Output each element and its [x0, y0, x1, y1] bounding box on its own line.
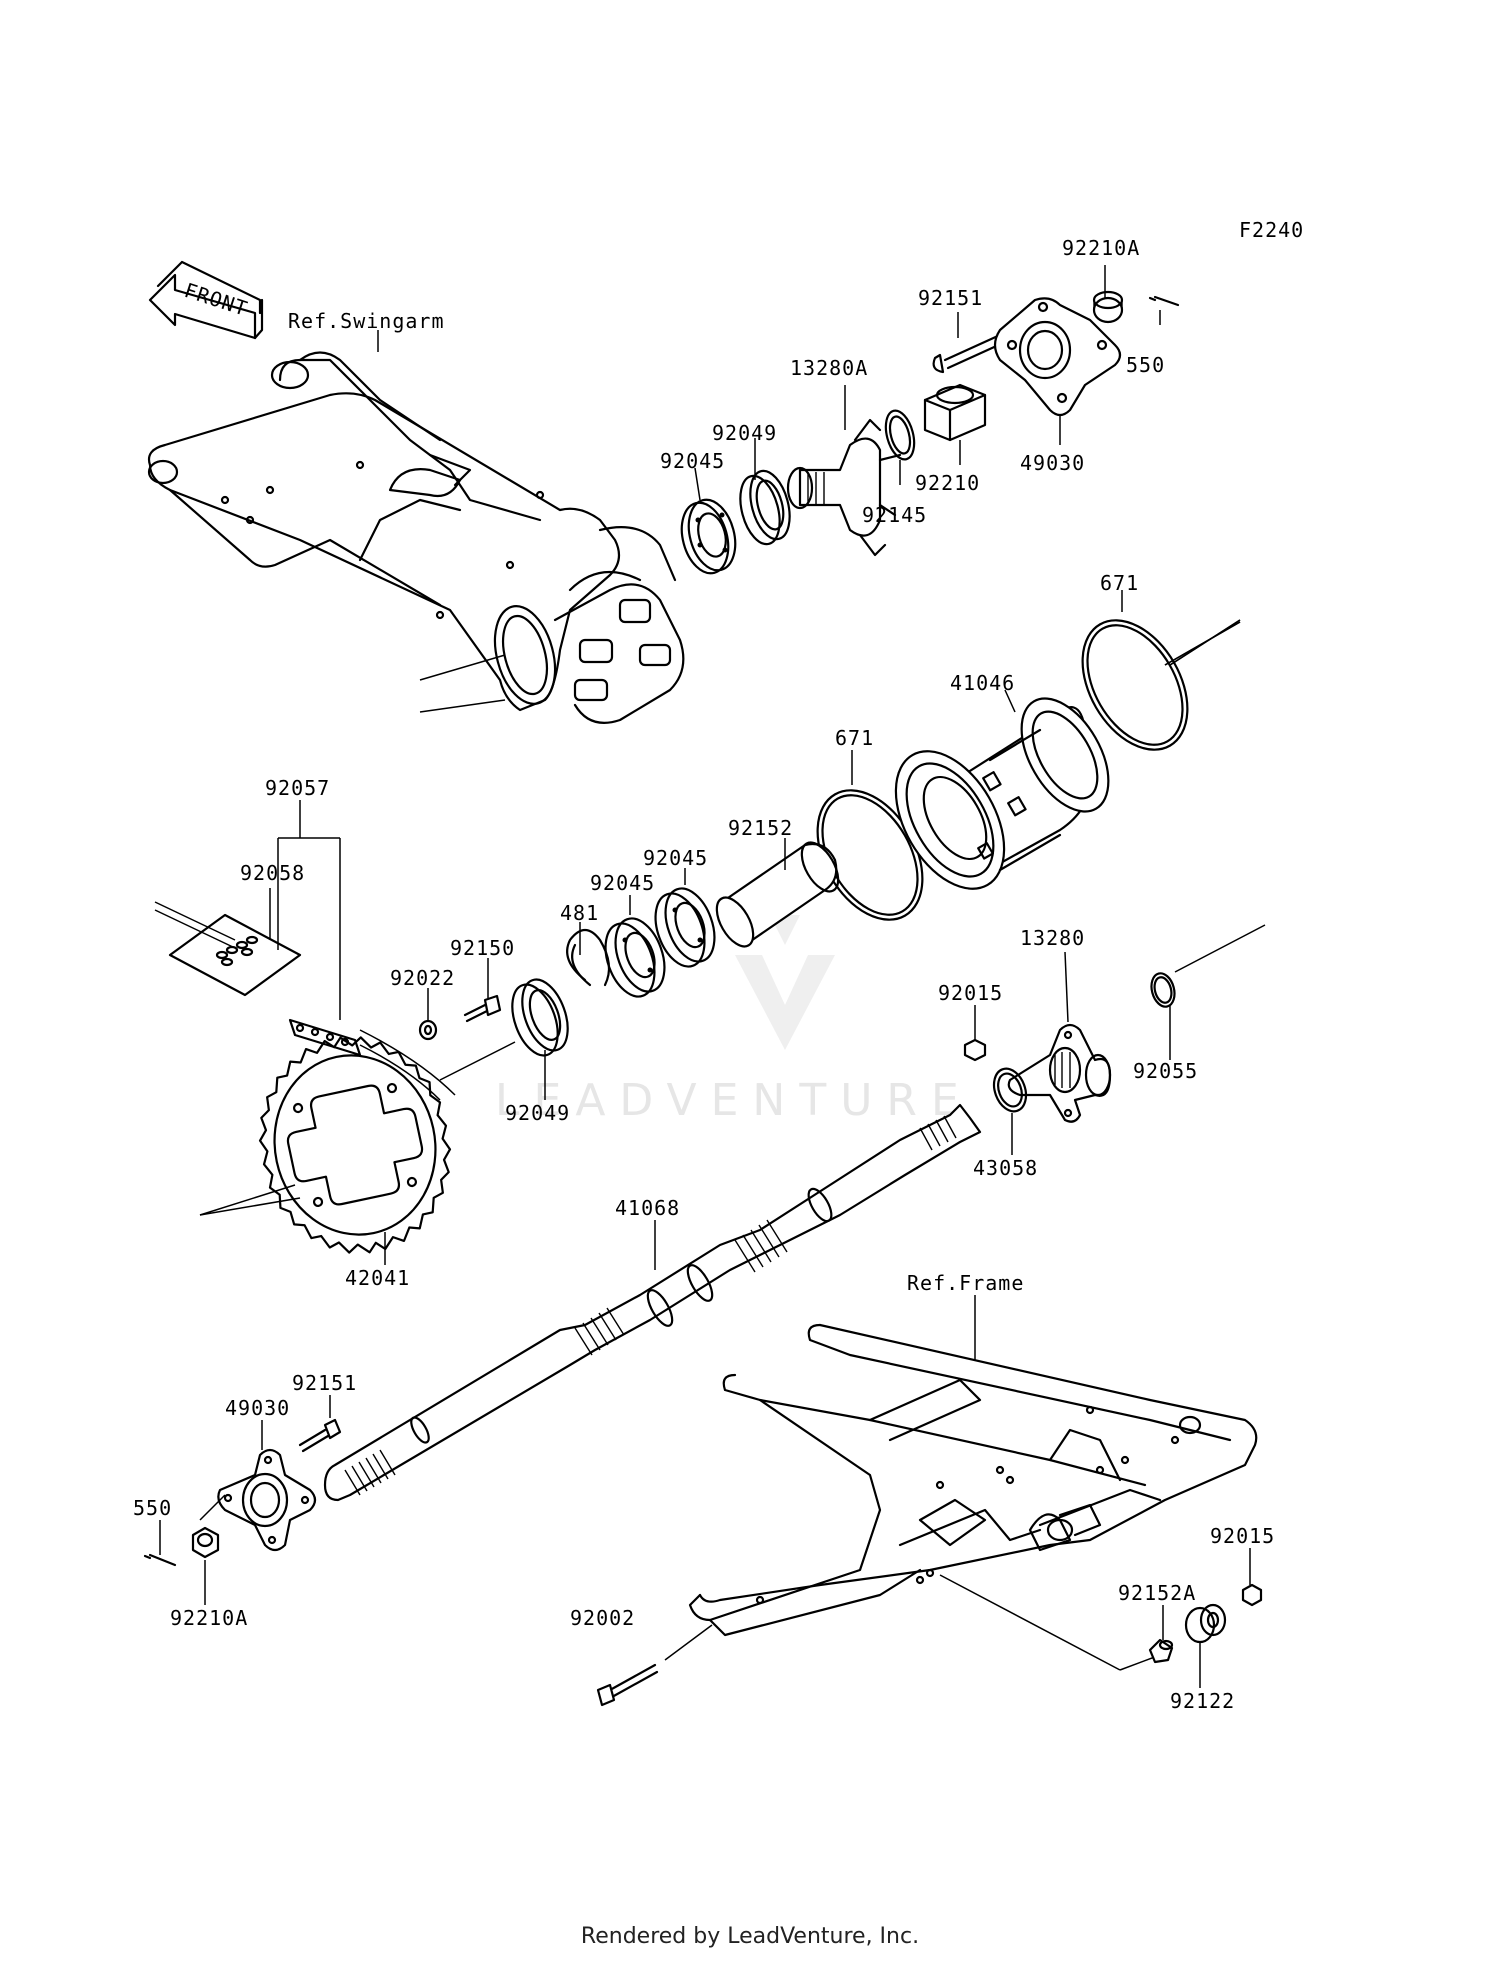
watermark-text: LEADVENTURE — [495, 1075, 973, 1126]
part-label-41068: 41068 — [615, 1196, 680, 1220]
part-label-92151-top: 92151 — [918, 286, 983, 310]
part-label-481: 481 — [560, 901, 599, 925]
leader-lines — [159, 265, 1251, 1688]
part-label-92049-mid: 92049 — [505, 1101, 570, 1125]
middle-axle-parts — [418, 841, 840, 1081]
part-labels: F2240 Ref.Swingarm Ref.Frame 92210A 9215… — [133, 218, 1304, 1713]
part-label-92210A-bot: 92210A — [170, 1606, 248, 1630]
rear-axle-41068 — [323, 1103, 982, 1502]
part-label-92152: 92152 — [728, 816, 793, 840]
part-label-92002: 92002 — [570, 1606, 635, 1630]
top-axle-parts — [680, 290, 1180, 575]
part-label-92058: 92058 — [240, 861, 305, 885]
part-label-92150: 92150 — [450, 936, 515, 960]
swingarm-drawing — [147, 351, 685, 724]
part-label-41046: 41046 — [950, 671, 1015, 695]
part-label-671-mid: 671 — [835, 726, 874, 750]
chain-and-sprocket — [154, 901, 456, 1254]
eccentric-housing-41046 — [894, 697, 1110, 890]
part-label-92045-mid2: 92045 — [590, 871, 655, 895]
right-hub-parts — [963, 924, 1266, 1123]
part-label-43058: 43058 — [973, 1156, 1038, 1180]
part-label-92049-top: 92049 — [712, 421, 777, 445]
part-label-92055: 92055 — [1133, 1059, 1198, 1083]
part-label-92015-bot: 92015 — [1210, 1524, 1275, 1548]
part-label-92152A: 92152A — [1118, 1581, 1196, 1605]
frame-drawing — [596, 1323, 1263, 1707]
part-label-92122: 92122 — [1170, 1689, 1235, 1713]
figure-code: F2240 — [1239, 218, 1304, 242]
part-label-92151-bot: 92151 — [292, 1371, 357, 1395]
ref-swingarm-label: Ref.Swingarm — [288, 309, 445, 333]
part-label-550-top: 550 — [1126, 353, 1165, 377]
part-label-92045-mid1: 92045 — [643, 846, 708, 870]
part-label-49030-top: 49030 — [1020, 451, 1085, 475]
part-label-92057: 92057 — [265, 776, 330, 800]
footer-credit: Rendered by LeadVenture, Inc. — [580, 1924, 920, 1949]
part-label-13280: 13280 — [1020, 926, 1085, 950]
part-label-92210: 92210 — [915, 471, 980, 495]
part-label-13280A: 13280A — [790, 356, 868, 380]
front-direction-arrow: FRONT — [148, 260, 264, 340]
part-label-92145: 92145 — [862, 503, 927, 527]
watermark: LEADVENTURE — [495, 915, 973, 1126]
part-label-92210A-top: 92210A — [1062, 236, 1140, 260]
part-label-92045-top: 92045 — [660, 449, 725, 473]
part-label-42041: 42041 — [345, 1266, 410, 1290]
part-label-671-right: 671 — [1100, 571, 1139, 595]
left-hub-parts — [143, 1418, 342, 1567]
part-label-92015-mid: 92015 — [938, 981, 1003, 1005]
ref-frame-label: Ref.Frame — [907, 1271, 1024, 1295]
part-label-92022: 92022 — [390, 966, 455, 990]
part-label-49030-bot: 49030 — [225, 1396, 290, 1420]
part-label-550-bot: 550 — [133, 1496, 172, 1520]
